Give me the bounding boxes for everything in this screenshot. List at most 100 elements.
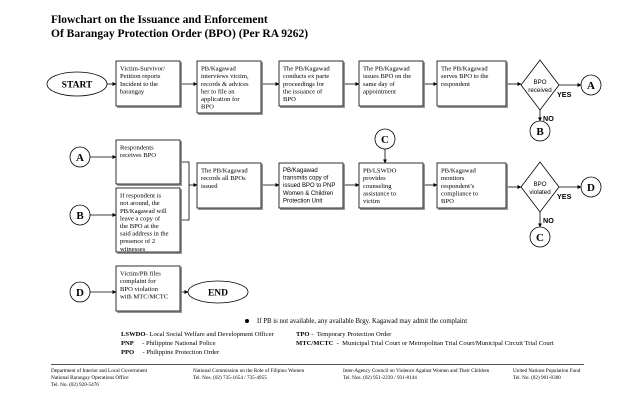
text-line: issued BPO to PNP bbox=[283, 183, 335, 189]
edge-leave-records bbox=[180, 185, 190, 221]
legend-abbr: PNP bbox=[121, 340, 134, 347]
footer-unfpa: United Nations Population Fund Tel. No. … bbox=[513, 368, 580, 382]
text-line: PB/Kagawad bbox=[201, 66, 236, 73]
connector-c-in-label: C bbox=[536, 232, 544, 244]
text-line: BPO bbox=[201, 104, 214, 111]
connector-b-in-shape bbox=[69, 204, 91, 226]
text-line: barangay bbox=[120, 88, 145, 95]
text-line: records all BPOs bbox=[201, 175, 246, 182]
text-line: The PB/Kagawad bbox=[441, 66, 488, 73]
victim-report-box-shape bbox=[115, 60, 181, 107]
respondent-receives-box-shape bbox=[115, 139, 181, 185]
legend-text: Municipal Trial Court or Metropolitan Tr… bbox=[342, 340, 554, 347]
transmit-box-shape bbox=[278, 162, 344, 209]
text-line: counseling bbox=[363, 183, 392, 190]
footer-ncrfw: National Commission on the Role of Filip… bbox=[193, 368, 304, 382]
footer-divider bbox=[51, 364, 584, 365]
availability-note: If PB is not available, any available Br… bbox=[245, 318, 467, 325]
interview-box-shape bbox=[196, 60, 262, 114]
footer-line: Inter-Agency Council on Violence Against… bbox=[343, 368, 490, 374]
footer-iacvawc: Inter-Agency Council on Violence Against… bbox=[343, 368, 489, 382]
text-line: BPO bbox=[441, 198, 454, 205]
text-line: leave a copy of bbox=[120, 215, 161, 222]
text-line: with MTC/MCTC bbox=[120, 293, 169, 300]
footer-line: Tel. No. (02) 901-0300 bbox=[513, 374, 561, 381]
received-no-label: NO bbox=[543, 114, 554, 123]
legend-mtc: MTC/MCTC - Municipal Trial Court or Metr… bbox=[296, 340, 554, 348]
footer-line: National Barangay Operations Office bbox=[51, 374, 129, 381]
connector-c-in: C bbox=[529, 226, 551, 248]
text-line: presence of 2 bbox=[120, 238, 155, 245]
text-line: said address in the bbox=[120, 231, 169, 238]
connector-a-in-shape bbox=[69, 146, 91, 168]
received-yes-label: YES bbox=[557, 90, 572, 99]
footer-line: Tel. Nos. (02) 735-1654 / 735-4955 bbox=[193, 374, 267, 381]
connector-d-in: D bbox=[69, 281, 91, 303]
text-line: BPO bbox=[283, 96, 296, 103]
footer-dilg: Department of Interior and Local Governm… bbox=[51, 368, 147, 388]
connector-a-out-label: A bbox=[587, 80, 595, 92]
text-line: the BPO at the bbox=[120, 223, 159, 230]
connector-d-out-shape bbox=[580, 176, 602, 198]
text-line: application for bbox=[201, 96, 240, 103]
legend-text: Philippine National Police bbox=[145, 340, 216, 347]
text-line: PB/Kagawad will bbox=[120, 208, 167, 215]
connector-b-in-label: B bbox=[76, 210, 84, 222]
bpo-violated-decision-shape bbox=[520, 161, 560, 213]
legend-sep: - bbox=[336, 340, 339, 347]
text-line: Incident to the bbox=[120, 81, 158, 88]
connector-b-in: B bbox=[69, 204, 91, 226]
text-line: Women & Children bbox=[283, 191, 333, 197]
counseling-box-shape bbox=[358, 162, 424, 209]
legend-sep: - bbox=[142, 349, 145, 356]
violated-no-label: NO bbox=[543, 216, 554, 225]
connector-d-out: D bbox=[580, 176, 602, 198]
text-line: The PB/Kagawad bbox=[201, 168, 248, 175]
text-line: records & advices bbox=[201, 81, 249, 88]
text-line: witnesses bbox=[120, 246, 146, 253]
bullet-icon bbox=[245, 319, 249, 324]
title-line-1: Flowchart on the Issuance and Enforcemen… bbox=[51, 14, 268, 26]
legend-sep: - bbox=[311, 331, 314, 338]
connector-a-in-label: A bbox=[76, 152, 84, 164]
end-terminal: END bbox=[187, 280, 249, 304]
connector-b-out: B bbox=[529, 120, 551, 142]
text-line: interviews victim, bbox=[201, 73, 249, 80]
text-line: complaint for bbox=[120, 278, 157, 285]
monitor-box-shape bbox=[436, 162, 507, 209]
text-line: The PB/Kagawad bbox=[363, 66, 410, 73]
text-line: receives BPO bbox=[120, 152, 156, 159]
violated-yes-label: YES bbox=[557, 192, 572, 201]
legend-sep: - bbox=[142, 340, 145, 347]
end-terminal-shape bbox=[187, 280, 249, 304]
legend-sep: - bbox=[145, 331, 148, 338]
text-line: not around, the bbox=[120, 200, 160, 207]
end-terminal-label: END bbox=[208, 289, 228, 299]
legend-pnp: PNP - Philippine National Police bbox=[121, 340, 216, 348]
ex-parte-box-shape bbox=[278, 60, 344, 107]
footer-line: Tel. No. (02) 920-5476 bbox=[51, 381, 99, 388]
footer-line: Department of Interior and Local Governm… bbox=[51, 368, 148, 374]
text-line: appointment bbox=[363, 88, 396, 95]
text-line: the issuance of bbox=[283, 88, 323, 95]
text-line: issues BPO on the bbox=[363, 73, 411, 80]
file-complaint-box-shape bbox=[115, 265, 181, 312]
text-line: BPO violation bbox=[120, 286, 159, 293]
legend-abbr: MTC/MCTC bbox=[296, 340, 334, 347]
